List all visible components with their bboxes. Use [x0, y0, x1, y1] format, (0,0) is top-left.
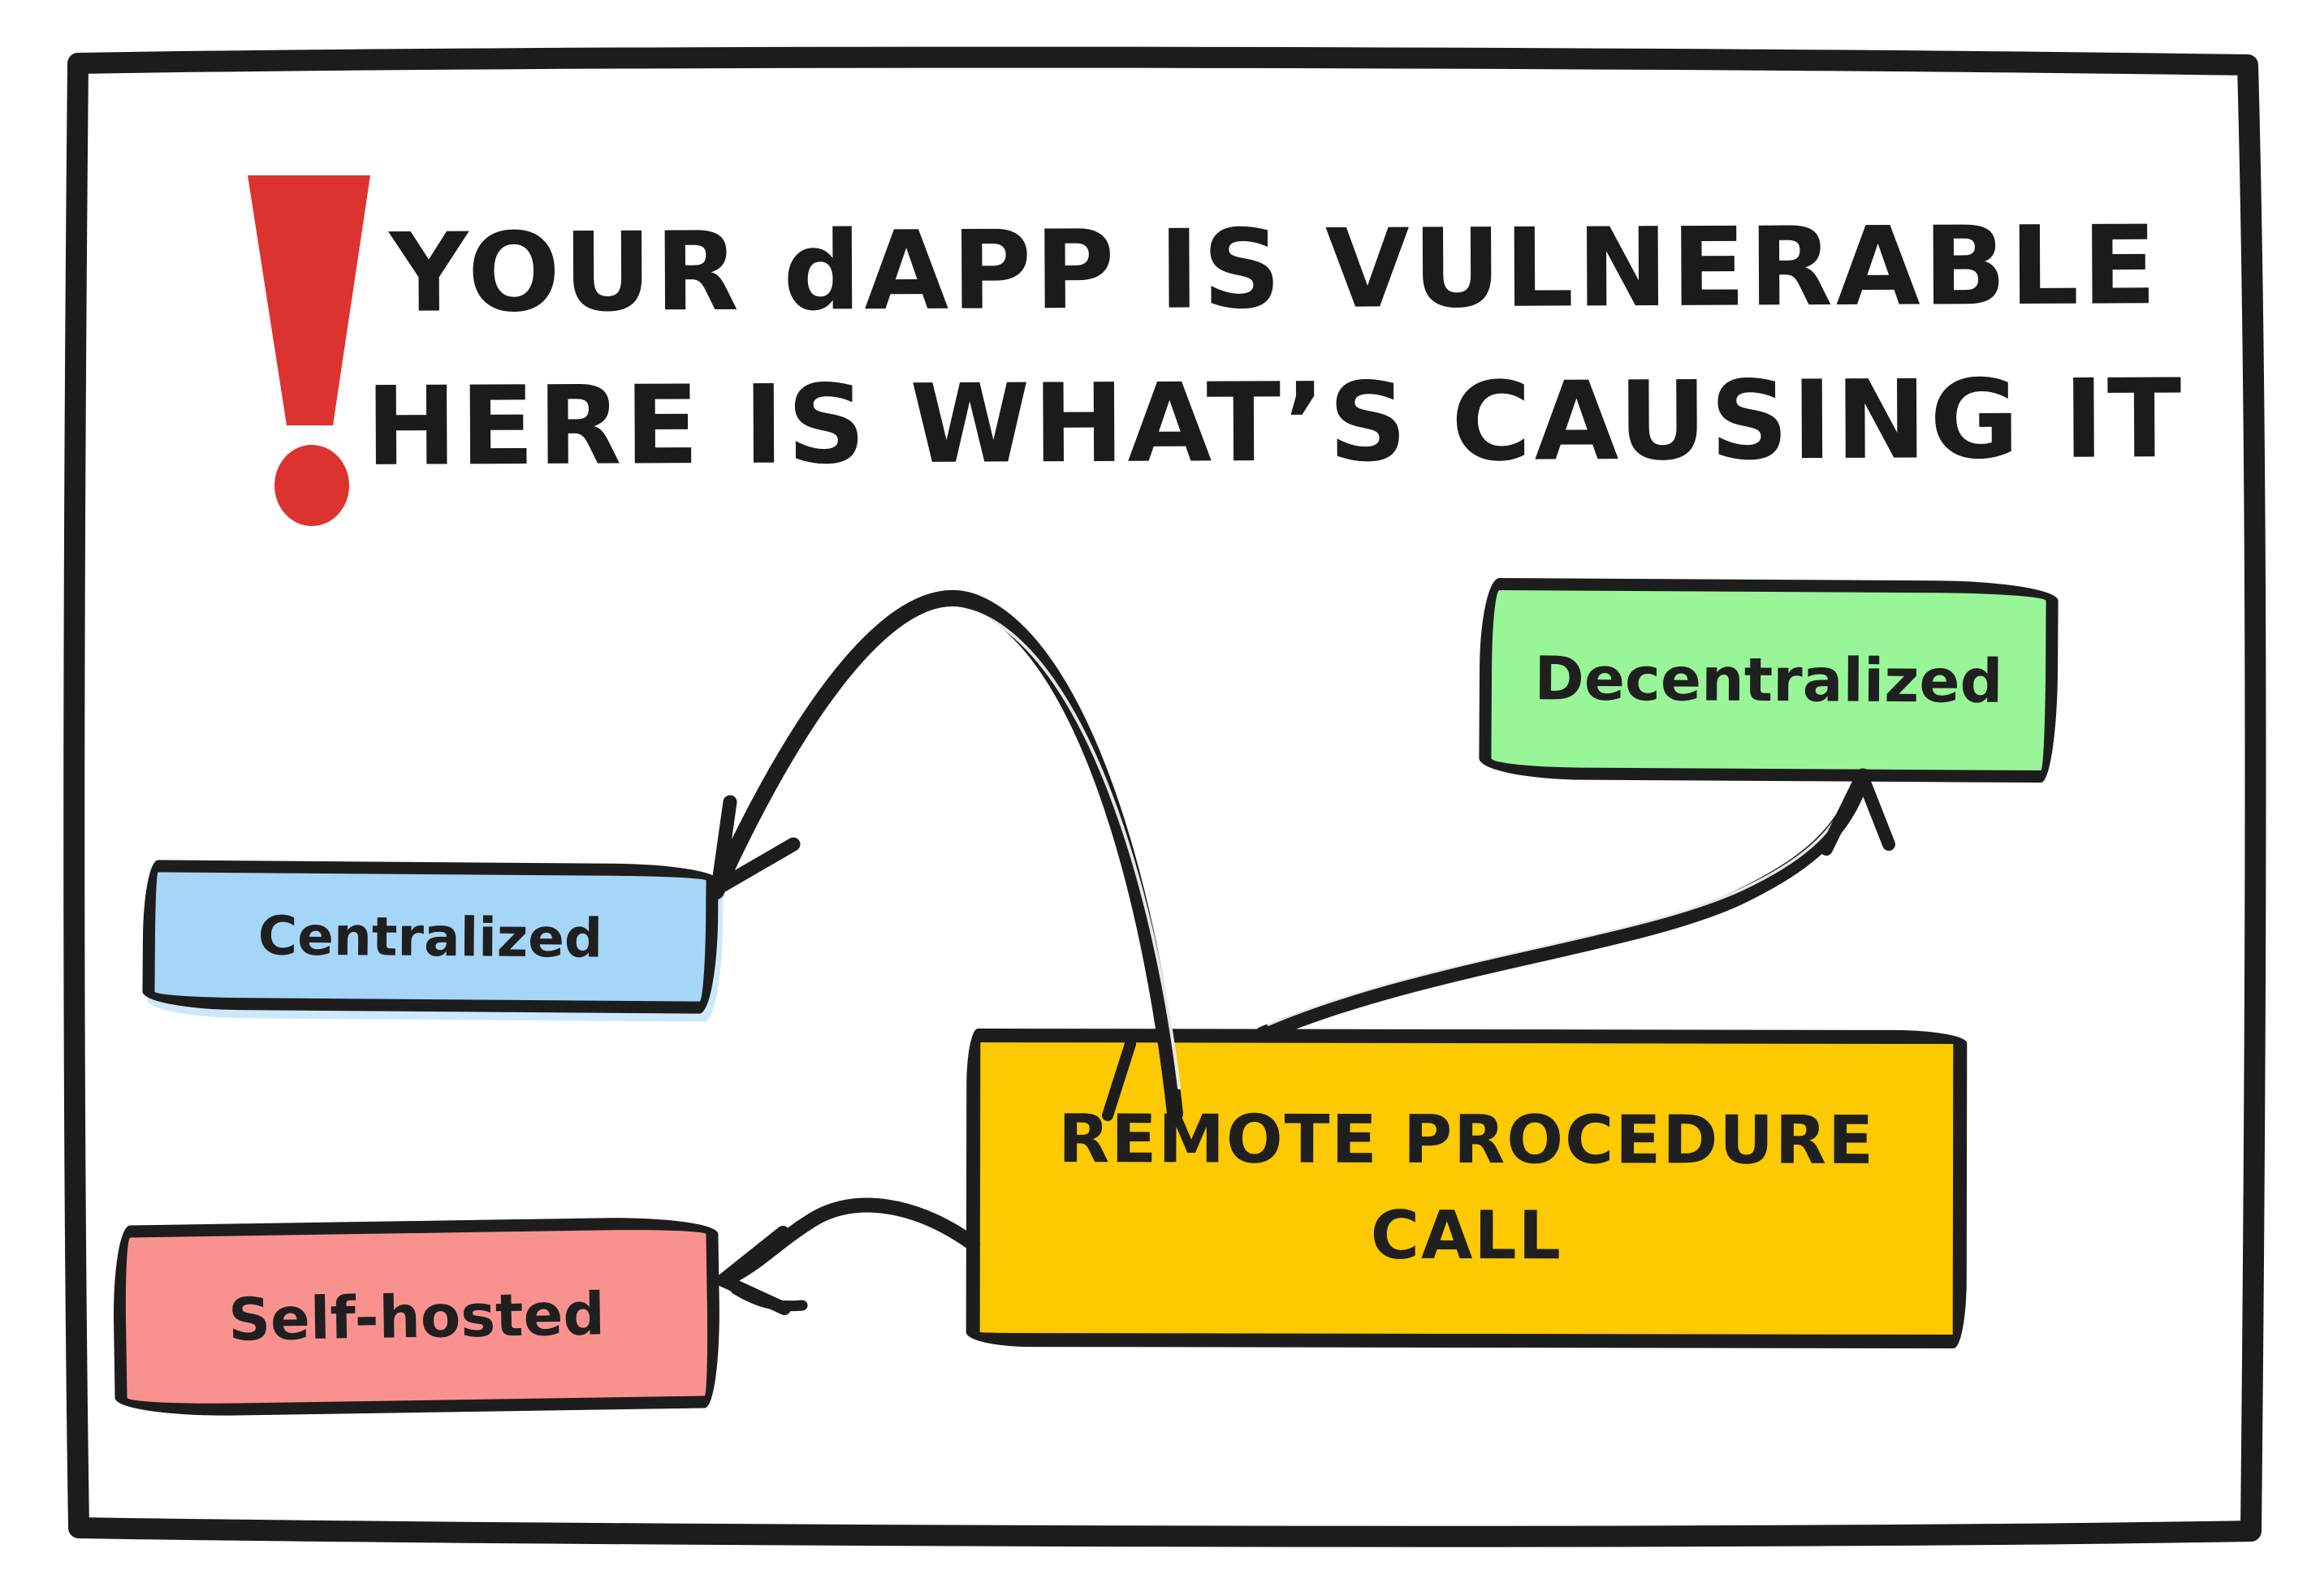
node-decentralized: Decentralized: [1479, 577, 2059, 783]
node-rpc-label-line-1: REMOTE PROCEDURE: [1058, 1101, 1876, 1180]
node-centralized-label: Centralized: [257, 904, 603, 970]
arrowhead: [716, 1226, 791, 1315]
node-centralized: Centralized: [142, 860, 719, 1014]
arrow-shaft: [717, 1197, 980, 1288]
edge-rpc-to-self-hosted: [716, 1197, 980, 1315]
edge-rpc-to-decentralized: [1255, 768, 1895, 1042]
title-line-1: YOUR dAPP IS VULNERABLE: [389, 202, 2160, 337]
exclamation-icon: [248, 175, 370, 526]
arrowhead-extra-stroke: [730, 1283, 808, 1312]
node-decentralized-label: Decentralized: [1534, 644, 2003, 717]
arrow-shaft-sketch-line: [1267, 779, 1857, 1026]
arrowhead: [1820, 770, 1895, 856]
arrow-shaft-sketch-line: [737, 608, 1181, 1089]
exclamation-dot: [274, 445, 349, 526]
arrowhead: [711, 795, 801, 895]
page-title: YOUR dAPP IS VULNERABLE HERE IS WHAT’S C…: [356, 189, 2193, 504]
title-line-2: HERE IS WHAT’S CAUSING IT: [365, 356, 2185, 490]
node-rpc-label-line-2: CALL: [1370, 1197, 1563, 1275]
node-remote-procedure-call: REMOTE PROCEDURE CALL: [966, 1028, 1968, 1349]
exclamation-bar: [248, 175, 370, 425]
node-self-hosted: Self-hosted: [112, 1216, 721, 1417]
node-self-hosted-label: Self-hosted: [227, 1279, 606, 1354]
arrow-shaft: [1255, 768, 1871, 1042]
